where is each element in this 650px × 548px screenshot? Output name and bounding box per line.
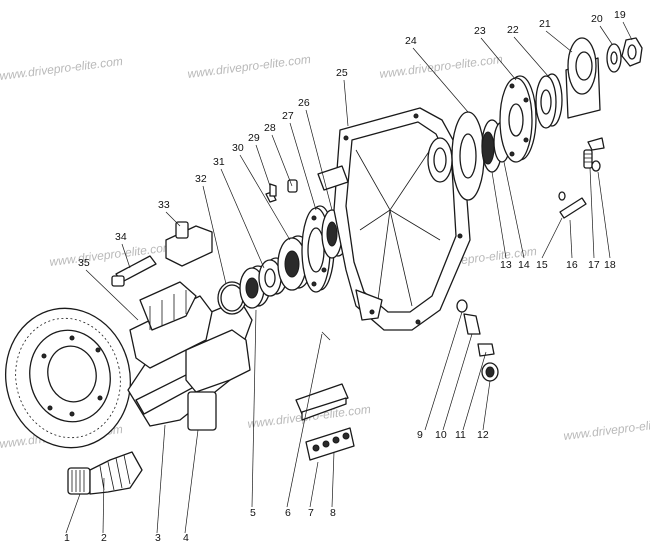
leader-line (239, 154, 291, 241)
leader-line (121, 243, 131, 269)
watermark-text: www.drivepro-elite.com (187, 52, 312, 81)
pin (111, 255, 157, 287)
leader-line (251, 309, 257, 508)
part-number-label: 25 (336, 67, 348, 79)
gasket (451, 111, 485, 201)
part-number-label: 26 (298, 97, 310, 109)
part-number-label: 14 (518, 259, 530, 271)
fasteners (558, 137, 605, 219)
watermark-text: www.drivepro-elite.com (379, 52, 504, 81)
leader-line (412, 47, 469, 113)
part-number-label: 7 (308, 507, 314, 519)
part-number-label: 9 (417, 429, 423, 441)
leader-line (165, 211, 181, 227)
leader-line (305, 109, 333, 211)
part-number-label: 11 (455, 429, 466, 441)
leader-line (156, 424, 166, 534)
flange-nut (621, 37, 643, 67)
part-number-label: 15 (536, 259, 548, 271)
leader-line (597, 171, 611, 259)
leader-line (480, 37, 517, 81)
part-number-label: 23 (474, 25, 486, 37)
part-number-label: 5 (250, 507, 256, 519)
leader-line (286, 333, 323, 508)
leader-line (462, 351, 487, 431)
ring-gear (4, 307, 132, 449)
part-number-label: 27 (282, 110, 294, 122)
part-number-label: 32 (195, 173, 207, 185)
leader-line (491, 171, 507, 259)
part-number-label: 13 (500, 259, 512, 271)
leader-line (331, 451, 335, 508)
part-number-label: 6 (285, 507, 291, 519)
housing (317, 107, 471, 331)
part-number-label: 33 (158, 199, 170, 211)
drive-pinion (67, 451, 143, 495)
leader-line (102, 477, 105, 534)
leader-line (271, 134, 293, 187)
part-number-label: 1 (64, 532, 70, 544)
leader-line (545, 30, 573, 53)
part-number-label: 18 (604, 259, 616, 271)
leader-line (65, 493, 81, 534)
part-number-label: 29 (248, 132, 260, 144)
leader-line (589, 167, 595, 259)
leader-line (599, 25, 613, 45)
leader-line (513, 36, 549, 77)
snap-ring (217, 281, 247, 315)
leader-line (343, 79, 349, 127)
washer (606, 43, 622, 73)
part-number-label: 10 (435, 429, 447, 441)
leader-line (569, 219, 573, 259)
companion-flange (565, 37, 601, 119)
part-number-label: 30 (232, 142, 244, 154)
part-number-label: 3 (155, 532, 161, 544)
leader-line (184, 429, 199, 534)
part-number-label: 20 (591, 13, 603, 25)
leader-line (424, 311, 463, 431)
leader-line (202, 185, 227, 285)
leader-line (541, 217, 563, 259)
part-number-label: 12 (477, 429, 489, 441)
part-number-label: 2 (101, 532, 107, 544)
watermark-text: www.drivepro-elite.com (0, 54, 123, 83)
part-number-label: 4 (183, 532, 189, 544)
leader-line (255, 144, 271, 187)
leader-line (85, 269, 139, 321)
cover-plate (499, 75, 537, 163)
leader-line (622, 21, 633, 41)
leader-line (442, 333, 473, 431)
part-number-label: 8 (330, 507, 336, 519)
bolt-and-washer (265, 179, 298, 203)
small-fittings (456, 299, 499, 382)
part-number-label: 22 (507, 24, 519, 36)
leader-line (289, 122, 317, 211)
spider-parts (295, 331, 355, 461)
part-number-label: 31 (213, 156, 225, 168)
part-number-label: 16 (566, 259, 578, 271)
watermark-text: www.drivepro-elite.com (563, 414, 650, 443)
part-number-label: 19 (614, 9, 626, 21)
part-number-label: 24 (405, 35, 417, 47)
spacer-ring (535, 73, 563, 129)
part-number-label: 34 (115, 231, 127, 243)
differential-case (127, 281, 253, 431)
bracket (165, 221, 213, 267)
leader-line (309, 461, 319, 508)
leader-line (220, 168, 265, 269)
part-number-label: 28 (264, 122, 276, 134)
part-number-label: 21 (539, 18, 551, 30)
part-number-label: 35 (78, 257, 90, 269)
leader-line (503, 161, 525, 259)
part-number-label: 17 (588, 259, 600, 271)
leader-line (482, 380, 491, 431)
